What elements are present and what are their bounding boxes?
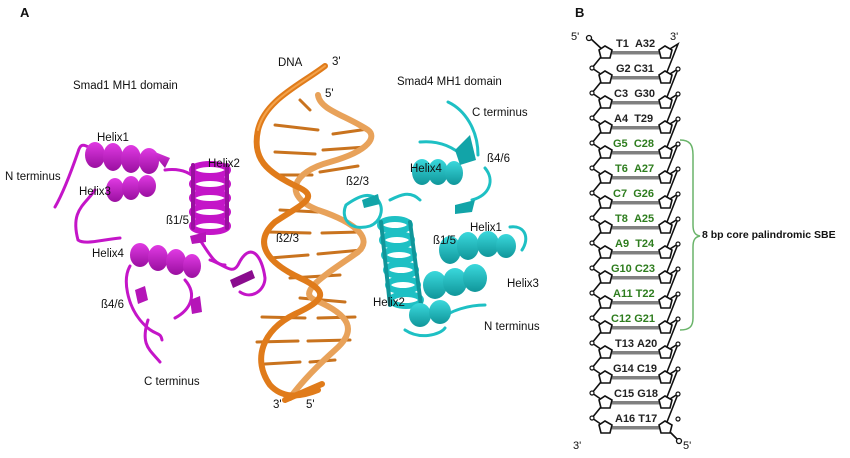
base-pair-4: A4 T29 — [614, 113, 654, 125]
smad1-ribbon — [53, 142, 267, 364]
smad4-c-terminus-label: C terminus — [472, 107, 528, 119]
base-pair-12-core: C12 G21 — [611, 313, 656, 325]
smad4-b23-label: ß2/3 — [346, 176, 370, 188]
smad1-helix2-label: Helix2 — [208, 158, 240, 170]
base-pair-1: T1 A32 — [616, 38, 656, 50]
base-pair-14: G14 C19 — [613, 363, 658, 375]
panel-b-label: B — [575, 5, 585, 20]
base-pair-5-core: G5 C28 — [613, 138, 654, 150]
base-pair-3: C3 G30 — [614, 88, 655, 100]
smad4-helix4-label: Helix4 — [410, 163, 442, 175]
ladder-top-5prime: 5' — [571, 31, 580, 43]
base-pair-6-core: T6 A27 — [615, 163, 655, 175]
base-pair-15: C15 G18 — [614, 388, 659, 400]
ladder-bottom-3prime: 3' — [573, 440, 582, 452]
base-pair-8-core: T8 A25 — [615, 213, 655, 225]
smad1-n-terminus-label: N terminus — [5, 171, 61, 183]
smad1-helix3-label: Helix3 — [79, 186, 111, 198]
base-pair-7-core: C7 G26 — [613, 188, 654, 200]
core-sbe-label: 8 bp core palindromic SBE — [702, 229, 836, 241]
dna-helix — [253, 63, 375, 403]
dna-ladder — [585, 34, 701, 445]
base-pair-13: T13 A20 — [615, 338, 658, 350]
smad1-b15-label: ß1/5 — [166, 215, 190, 227]
ladder-top-3prime: 3' — [670, 31, 679, 43]
base-pair-9-core: A9 T24 — [615, 238, 655, 250]
base-pair-11-core: A11 T22 — [613, 288, 655, 300]
smad1-c-terminus-label: C terminus — [144, 376, 200, 388]
smad4-helix2-label: Helix2 — [373, 297, 405, 309]
smad4-title: Smad4 MH1 domain — [397, 76, 502, 88]
smad1-title: Smad1 MH1 domain — [73, 80, 178, 92]
smad4-helix3-label: Helix3 — [507, 278, 539, 290]
base-pair-2: G2 C31 — [616, 63, 654, 75]
base-pair-10-core: G10 C23 — [611, 263, 656, 275]
smad1-b23-label: ß2/3 — [276, 233, 300, 245]
ladder-bottom-5prime: 5' — [683, 440, 692, 452]
dna-top-5prime: 5' — [325, 88, 334, 100]
panel-a-label: A — [20, 5, 30, 20]
dna-title: DNA — [278, 57, 303, 69]
smad1-helix1-label: Helix1 — [97, 132, 129, 144]
smad1-helix4-label: Helix4 — [92, 248, 124, 260]
core-brace — [679, 139, 701, 331]
dna-top-3prime: 3' — [332, 56, 341, 68]
smad1-b46-label: ß4/6 — [101, 299, 125, 311]
smad4-ribbon — [342, 100, 528, 338]
dna-bottom-5prime: 5' — [306, 399, 315, 411]
smad4-n-terminus-label: N terminus — [484, 321, 540, 333]
smad4-helix1-label: Helix1 — [470, 222, 502, 234]
smad4-b46-label: ß4/6 — [487, 153, 511, 165]
smad4-b15-label: ß1/5 — [433, 235, 457, 247]
base-pair-16: A16 T17 — [615, 413, 658, 425]
dna-bottom-3prime: 3' — [273, 399, 282, 411]
